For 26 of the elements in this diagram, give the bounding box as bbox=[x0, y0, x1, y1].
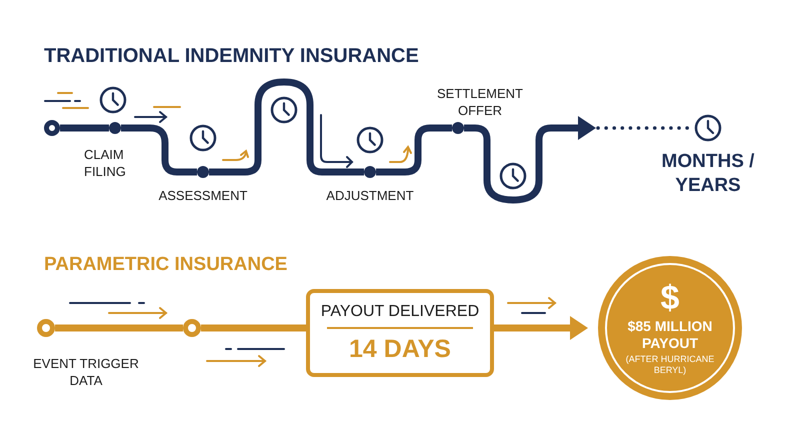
path-line bbox=[55, 324, 183, 332]
duration-text: 14 DAYS bbox=[349, 334, 451, 364]
duration-label: MONTHS / YEARS bbox=[660, 150, 756, 198]
path-line bbox=[121, 124, 197, 176]
stage-label: EVENT TRIGGER DATA bbox=[32, 355, 140, 389]
box-heading: PAYOUT DELIVERED bbox=[320, 302, 480, 322]
arrow bbox=[494, 316, 588, 340]
arrow bbox=[464, 116, 596, 204]
section-heading: TRADITIONAL INDEMNITY INSURANCE bbox=[44, 44, 419, 68]
clock-icon bbox=[694, 114, 722, 142]
ring-marker bbox=[37, 319, 55, 337]
ring-marker bbox=[44, 120, 60, 136]
path-line bbox=[60, 124, 109, 132]
section-heading: PARAMETRIC INSURANCE bbox=[44, 253, 288, 277]
stage-label: SETTLEMENT OFFER bbox=[436, 85, 524, 119]
payout-box bbox=[306, 289, 494, 377]
path-line bbox=[376, 124, 452, 176]
ring-marker bbox=[183, 319, 201, 337]
path-line bbox=[201, 324, 306, 332]
path-line bbox=[209, 78, 364, 176]
dollar-sign: $ bbox=[660, 280, 680, 316]
payout-amount: $85 MILLION PAYOUT bbox=[626, 318, 714, 352]
stage-label: ADJUSTMENT bbox=[325, 187, 415, 204]
stage-label: CLAIM FILING bbox=[84, 146, 127, 180]
payout-note: (AFTER HURRICANE BERYL) bbox=[624, 354, 716, 376]
stage-label: ASSESSMENT bbox=[158, 187, 248, 204]
